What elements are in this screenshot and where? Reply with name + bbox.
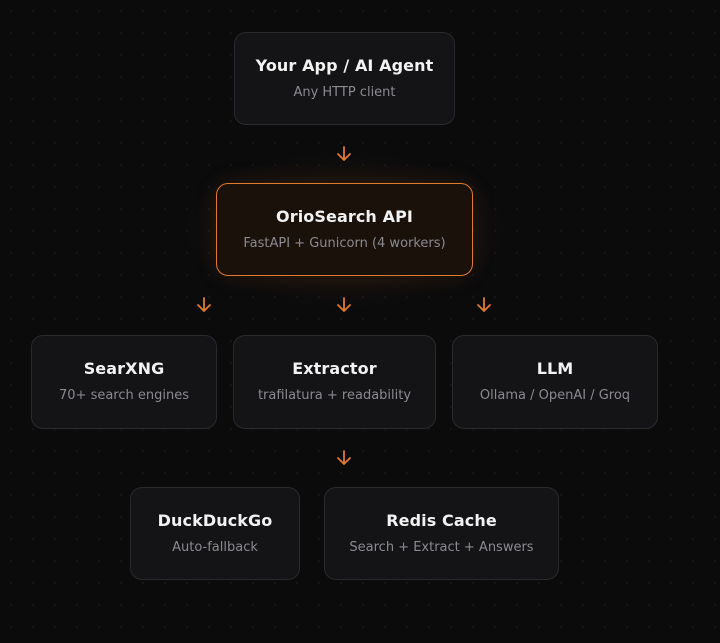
node-subtitle: Search + Extract + Answers	[349, 539, 534, 555]
node-subtitle: trafilatura + readability	[257, 388, 412, 403]
node-title: Redis Cache	[386, 510, 497, 530]
node-your-app: Your App / AI Agent Any HTTP client	[234, 32, 455, 125]
node-subtitle: FastAPI + Gunicorn (4 workers)	[243, 235, 446, 251]
node-duckduckgo: DuckDuckGo Auto-fallback	[130, 487, 300, 580]
node-subtitle: 70+ search engines	[59, 388, 189, 403]
node-title: Your App / AI Agent	[255, 55, 434, 75]
arrow-down-icon	[475, 296, 493, 314]
node-title: DuckDuckGo	[157, 510, 273, 530]
node-searxng: SearXNG 70+ search engines	[31, 335, 217, 429]
arrow-down-icon	[195, 296, 213, 314]
node-subtitle: Ollama / OpenAI / Groq	[479, 388, 631, 403]
node-title: LLM	[536, 359, 574, 378]
node-subtitle: Any HTTP client	[293, 84, 396, 100]
node-llm: LLM Ollama / OpenAI / Groq	[452, 335, 658, 429]
node-subtitle: Auto-fallback	[172, 539, 258, 555]
node-title: Extractor	[292, 359, 377, 378]
node-oriosearch-api: OrioSearch API FastAPI + Gunicorn (4 wor…	[216, 183, 473, 276]
node-title: OrioSearch API	[276, 206, 413, 226]
node-extractor: Extractor trafilatura + readability	[233, 335, 436, 429]
arrow-down-icon	[335, 145, 353, 163]
node-title: SearXNG	[83, 359, 165, 378]
arrow-down-icon	[335, 296, 353, 314]
node-redis-cache: Redis Cache Search + Extract + Answers	[324, 487, 559, 580]
arrow-down-icon	[335, 449, 353, 467]
